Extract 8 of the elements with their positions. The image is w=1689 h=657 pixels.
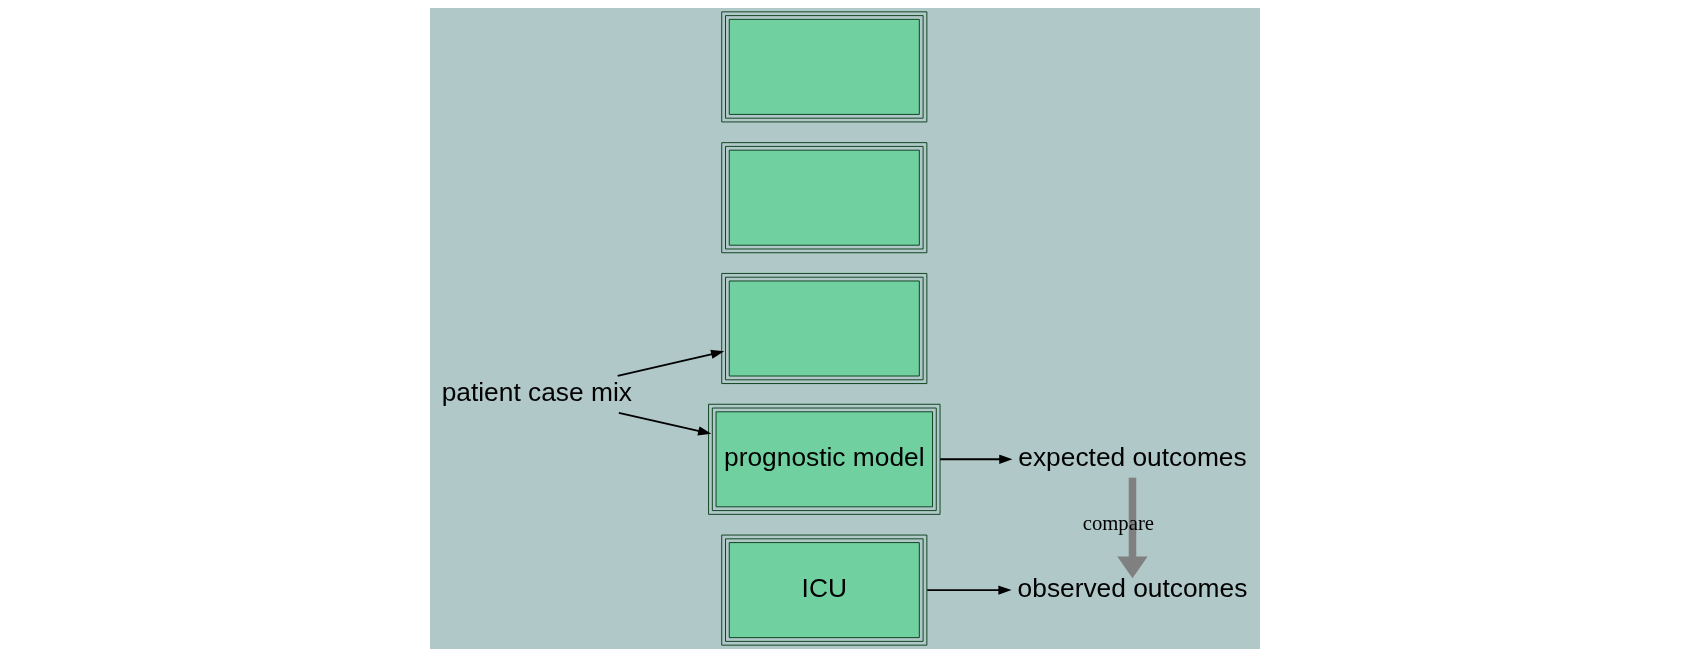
node-text: expected outcomes — [1017, 441, 1247, 472]
node-text: patient case mix — [441, 376, 632, 407]
edge-label: compare — [1082, 511, 1154, 534]
arrow — [925, 585, 1012, 595]
arrow — [616, 349, 724, 377]
node-text: observed outcomes — [1017, 572, 1247, 603]
arrow — [617, 411, 711, 436]
arrow — [938, 454, 1012, 464]
